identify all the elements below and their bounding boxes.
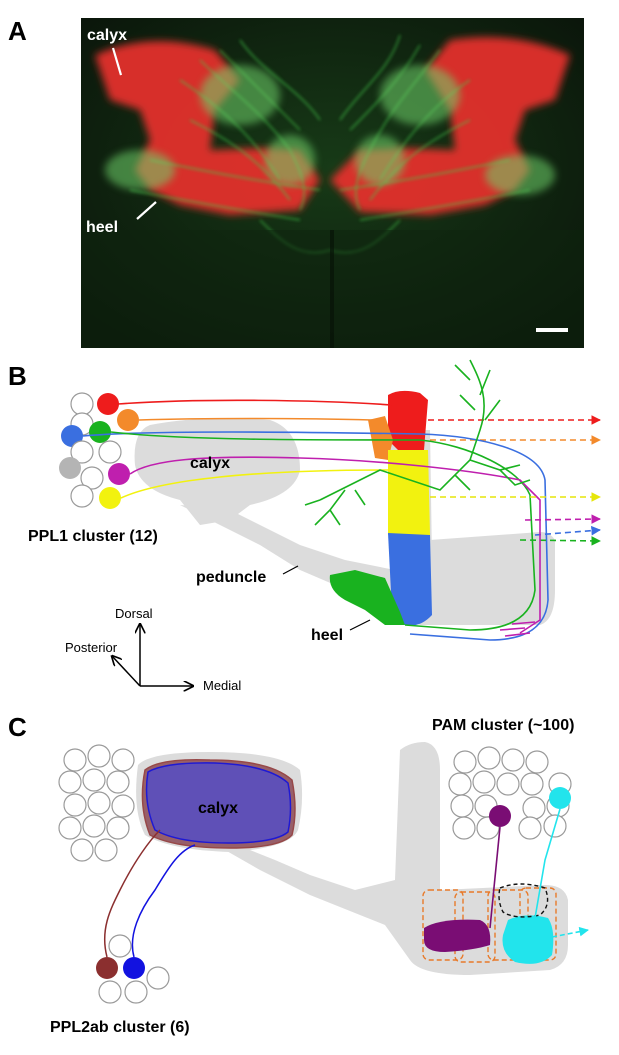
yellow-axon xyxy=(120,469,389,499)
ppl1-cluster-label: PPL1 cluster (12) xyxy=(28,528,158,545)
magenta-dashed-output xyxy=(524,514,601,524)
blue-dashed-output xyxy=(534,525,601,536)
pam-purple-axon xyxy=(489,826,501,929)
cell-green xyxy=(89,421,111,443)
peduncle-label: peduncle xyxy=(196,569,266,586)
panel-a-heel-label: heel xyxy=(86,219,118,236)
panel-b-letter: B xyxy=(8,361,27,391)
compartment-orange xyxy=(368,416,393,460)
panel-c: C PAM cluster (~100) calyx xyxy=(8,712,589,1036)
calyx-blue-layer xyxy=(145,762,292,844)
panel-a: A xyxy=(8,16,584,348)
calyx-pointer xyxy=(111,47,123,76)
orange-axon xyxy=(138,417,373,421)
panel-c-letter: C xyxy=(8,712,27,742)
compartment-red xyxy=(388,390,428,452)
compartment-yellow xyxy=(388,450,430,535)
panel-c-calyx-label: calyx xyxy=(198,800,238,817)
lobe-compartments xyxy=(329,390,432,626)
axis-dorsal-label: Dorsal xyxy=(115,606,153,621)
green-clusters xyxy=(105,65,555,195)
calyx-overlay: calyx xyxy=(141,758,296,849)
pam-cyan-compartment xyxy=(502,915,554,964)
panel-b: B xyxy=(8,359,601,693)
ppl1-cluster xyxy=(59,392,139,509)
pam-cell-cyan xyxy=(549,787,571,809)
ppl2-blue-axon xyxy=(131,844,196,958)
green-dashed-output xyxy=(519,536,601,546)
green-axon xyxy=(110,431,536,631)
magenta-axon xyxy=(129,456,541,634)
pam-cluster xyxy=(448,746,572,840)
peduncle-pointer xyxy=(282,565,299,575)
ppl2ab-cluster-label: PPL2ab cluster (6) xyxy=(50,1019,190,1036)
pam-cyan-axon xyxy=(534,808,561,919)
cell-red xyxy=(97,393,119,415)
panel-a-letter: A xyxy=(8,16,27,46)
black-dashed-compartment xyxy=(498,883,549,918)
heel-pointer xyxy=(136,201,157,220)
heel-pointer-b xyxy=(349,619,371,631)
heel-label: heel xyxy=(311,627,343,644)
pam-purple-compartment xyxy=(424,919,491,952)
pam-lobe xyxy=(422,808,589,964)
panel-a-calyx-label: calyx xyxy=(87,27,127,44)
axis-medial-label: Medial xyxy=(203,678,241,693)
left-unlabeled-cells xyxy=(58,744,135,862)
axis-posterior-label: Posterior xyxy=(65,640,118,655)
ppl1-projections xyxy=(82,359,601,641)
orientation-axes: Dorsal Posterior Medial xyxy=(65,606,241,693)
cell-orange xyxy=(117,409,139,431)
pam-cyan-dashed-output xyxy=(551,926,589,938)
cell-gray xyxy=(59,457,81,479)
panel-b-calyx-label: calyx xyxy=(190,455,230,472)
compartment-green-heel xyxy=(329,570,405,625)
pam-cell-purple xyxy=(489,805,511,827)
cell-magenta xyxy=(108,463,130,485)
cell-yellow xyxy=(99,487,121,509)
blue-axon xyxy=(82,431,549,641)
red-axon xyxy=(117,399,393,406)
compartment-blue xyxy=(388,533,432,626)
scale-bar xyxy=(536,328,568,332)
ppl2-cell-blue xyxy=(123,957,145,979)
ppl2ab-cluster: PPL2ab cluster (6) xyxy=(50,829,196,1036)
ppl2-cell-brown xyxy=(96,957,118,979)
ppl2-brown-axon xyxy=(103,829,161,958)
pam-cluster-label: PAM cluster (~100) xyxy=(432,717,574,734)
micrograph: calyx heel xyxy=(81,18,584,348)
